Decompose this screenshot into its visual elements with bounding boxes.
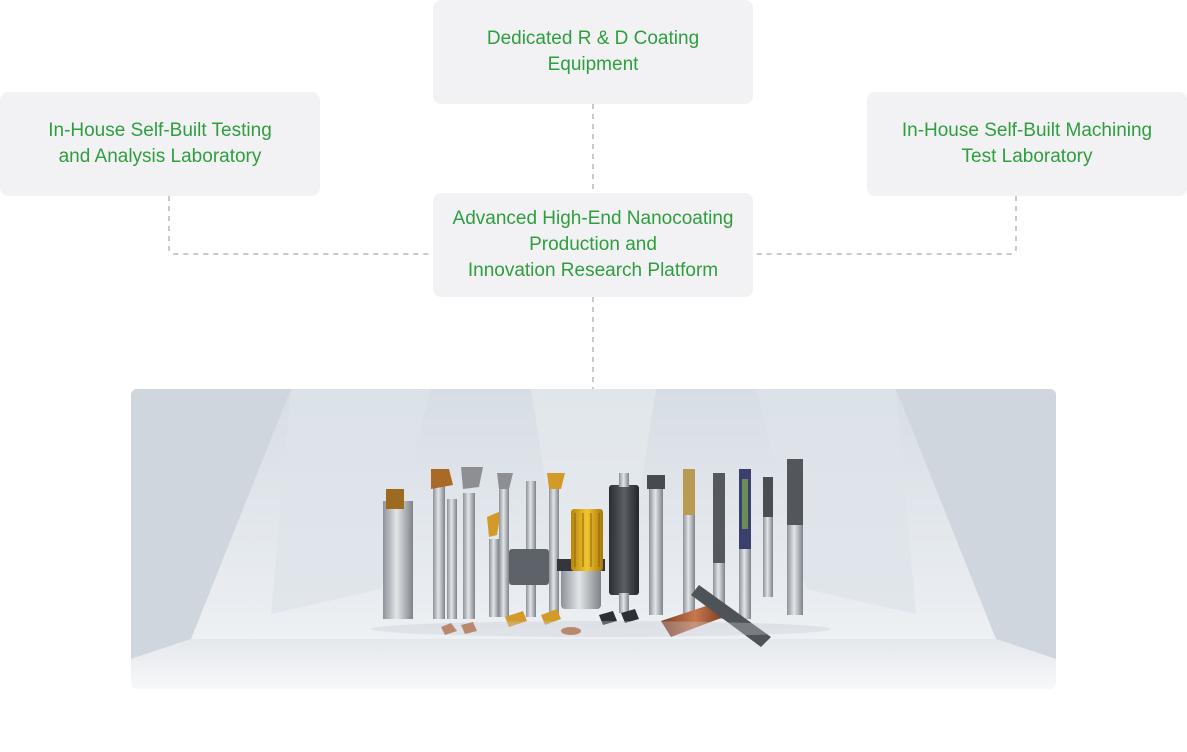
connector-right-to-center: [753, 196, 1017, 255]
node-text-line: Innovation Research Platform: [467, 260, 719, 281]
cutting-tools-illustration-icon: [131, 389, 1056, 689]
node-text-line: and Analysis Laboratory: [58, 146, 262, 167]
node-text-line: In-House Self-Built Machining: [901, 120, 1153, 141]
cutting-tools-product-image: [131, 389, 1056, 689]
node-machining-laboratory: In-House Self-Built Machining Test Labor…: [867, 92, 1187, 196]
node-text-line: Advanced High-End Nanocoating: [452, 208, 734, 229]
node-research-platform: Advanced High-End Nanocoating Production…: [433, 193, 753, 297]
node-text-line: Equipment: [547, 54, 639, 75]
node-testing-laboratory: In-House Self-Built Testing and Analysis…: [0, 92, 320, 196]
node-text-line: Dedicated R & D Coating: [486, 28, 700, 49]
node-text-line: Production and: [529, 234, 657, 255]
connector-left-to-center: [168, 196, 433, 255]
node-coating-equipment: Dedicated R & D Coating Equipment: [433, 0, 753, 104]
node-text-line: In-House Self-Built Testing: [48, 120, 272, 141]
node-text-line: Test Laboratory: [961, 146, 1093, 167]
